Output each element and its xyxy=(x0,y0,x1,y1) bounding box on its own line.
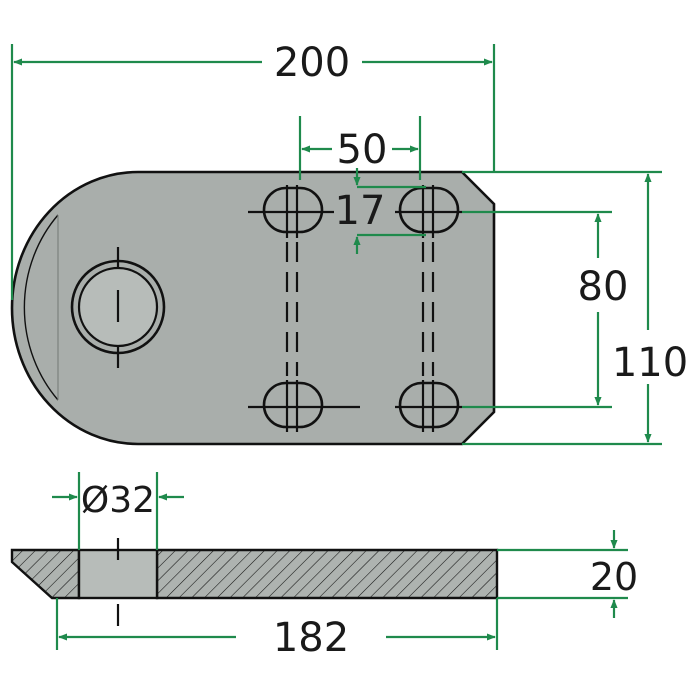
dim-overall-length-label: 200 xyxy=(274,40,350,86)
plate-side-section xyxy=(10,538,499,626)
dim-slot-label: 17 xyxy=(335,188,386,234)
plate-top-view xyxy=(10,170,496,446)
section-left xyxy=(10,548,81,600)
dim-bolt-spacing-y: 80 xyxy=(462,210,629,409)
rounded-end-edge xyxy=(23,214,59,401)
slot-top-right xyxy=(398,186,460,234)
hidden-lines xyxy=(285,242,435,376)
dim-overall-width: 110 xyxy=(462,170,688,446)
dim-overall-length: 200 xyxy=(10,40,496,300)
dim-bolt-spacing-x-label: 50 xyxy=(337,127,388,173)
dim-bore-diameter: Ø32 xyxy=(52,472,184,550)
dim-bottom-length-label: 182 xyxy=(273,615,349,661)
slot-bottom-right xyxy=(398,381,460,429)
section-right xyxy=(155,548,499,600)
slot-top-left xyxy=(262,186,324,234)
dim-bolt-spacing-y-label: 80 xyxy=(578,264,629,310)
dim-slot: 17 xyxy=(335,168,426,254)
dim-bottom-length: 182 xyxy=(55,598,499,661)
dim-thickness: 20 xyxy=(497,530,638,618)
bolt-slots xyxy=(262,186,460,429)
plate-outline xyxy=(10,170,496,446)
dim-thickness-label: 20 xyxy=(590,555,638,599)
dim-bore-diameter-label: Ø32 xyxy=(81,480,155,521)
dim-overall-width-label: 110 xyxy=(612,340,688,386)
bore-hole xyxy=(70,247,166,368)
slot-bottom-left xyxy=(262,381,324,429)
dim-bolt-spacing-x: 50 xyxy=(298,116,422,180)
slot-center-marks xyxy=(248,185,462,432)
